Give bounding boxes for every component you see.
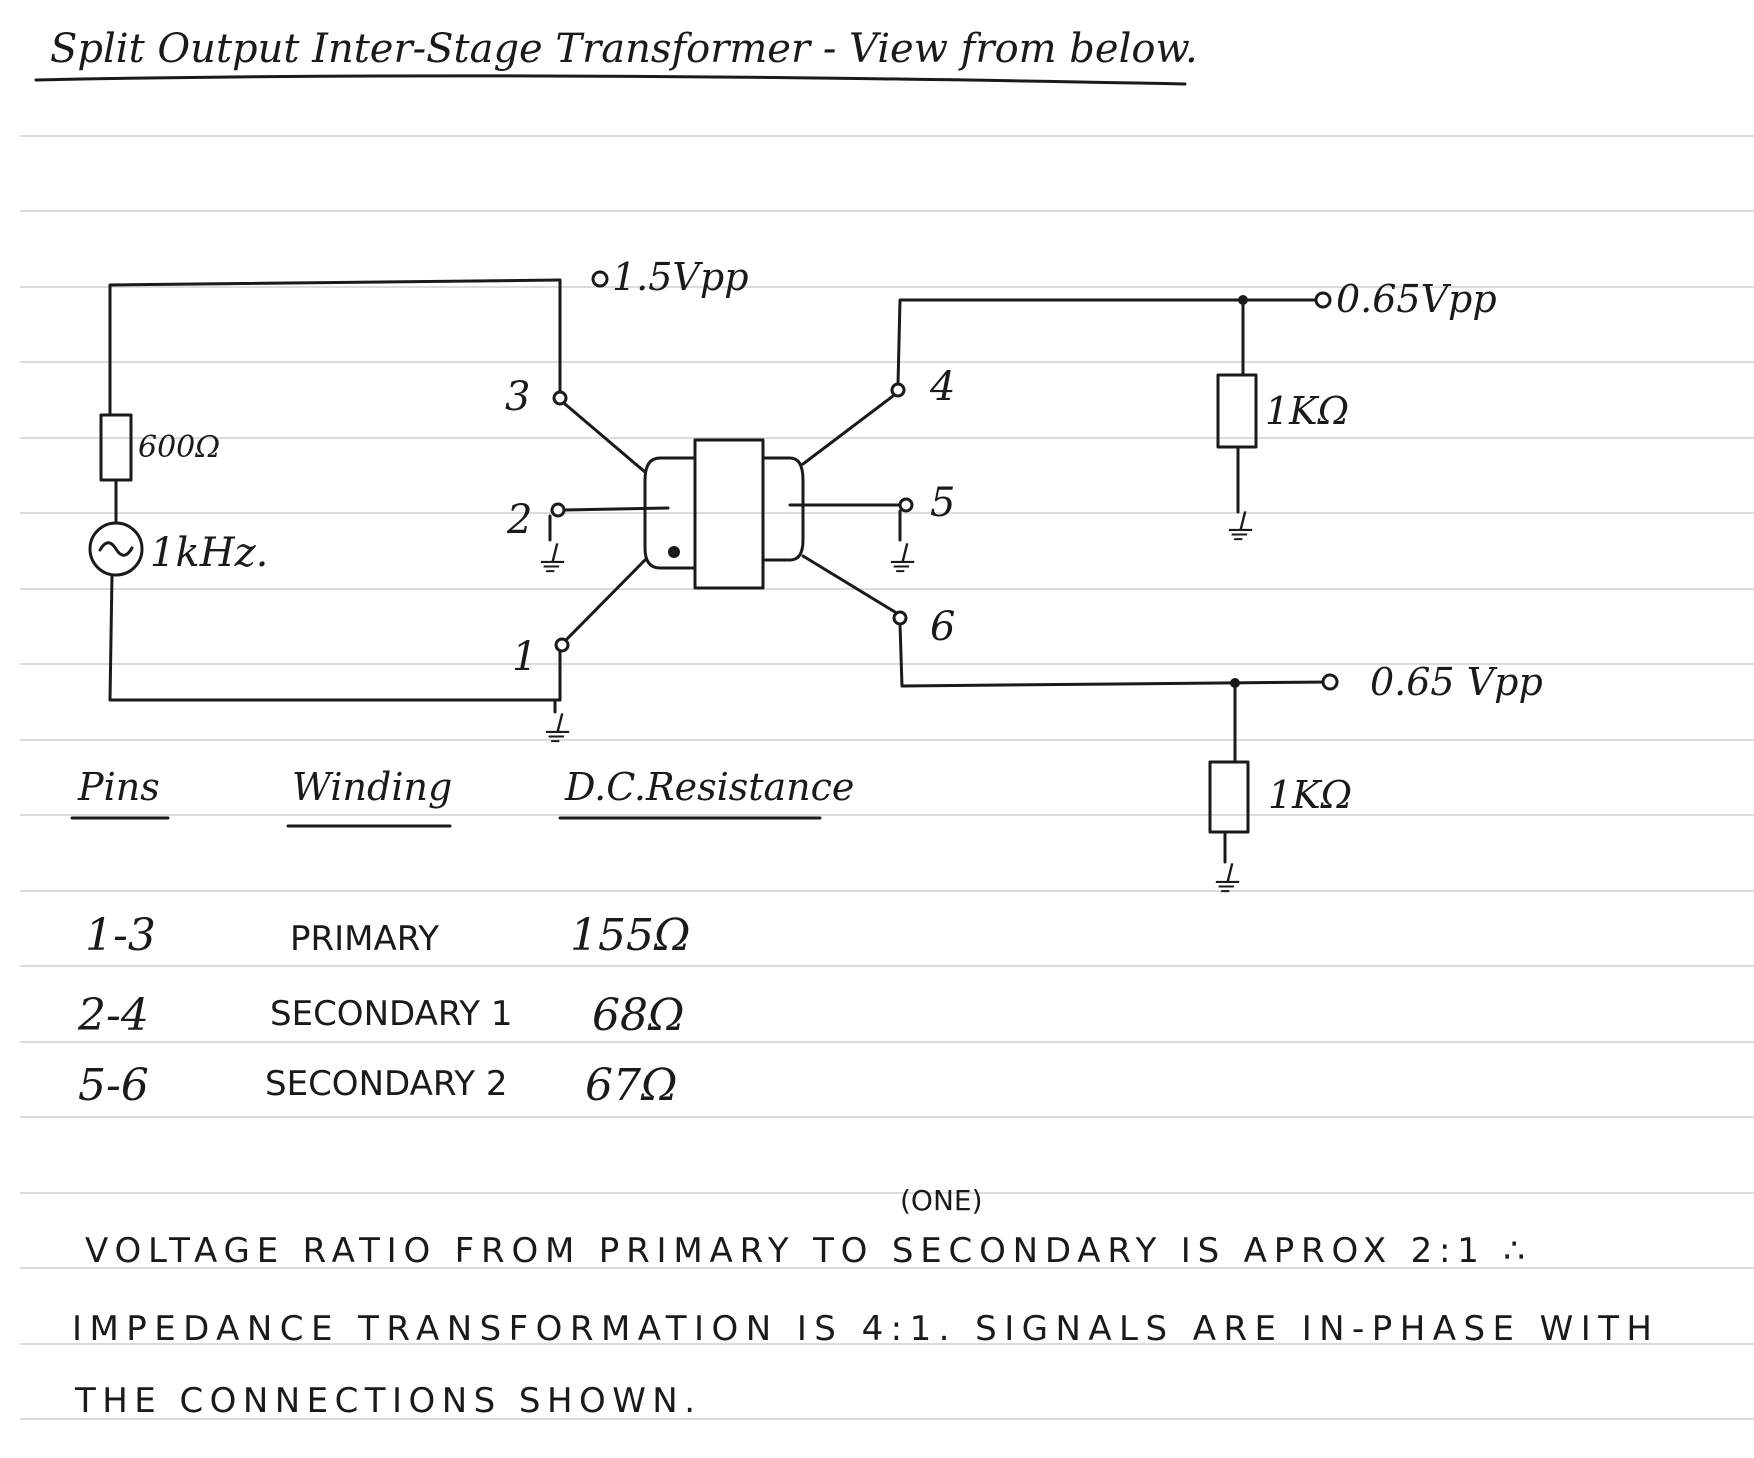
pin-label-6: 6 bbox=[930, 604, 955, 650]
table-row: 5-6 SECONDARY 2 67Ω bbox=[78, 1060, 677, 1111]
ac-generator-icon bbox=[88, 521, 144, 577]
table-cell-pins: 2-4 bbox=[77, 990, 149, 1041]
pin-label-2: 2 bbox=[506, 497, 532, 543]
secondary-bobbin bbox=[761, 456, 805, 562]
notes: (ONE) VOLTAGE RATIO FROM PRIMARY TO SECO… bbox=[72, 1184, 1652, 1421]
note-line-1: VOLTAGE RATIO FROM PRIMARY TO SECONDARY … bbox=[85, 1231, 1525, 1271]
table-row: 1-3 PRIMARY 155Ω bbox=[85, 910, 690, 961]
pin-1-terminal bbox=[554, 637, 570, 653]
pin-labels: 3 2 1 4 5 6 bbox=[505, 364, 955, 680]
primary-bobbin bbox=[643, 456, 697, 570]
pin-5-terminal bbox=[898, 497, 914, 513]
source-resistor-label: 600Ω bbox=[138, 430, 220, 465]
pin-label-3: 3 bbox=[505, 374, 530, 420]
table-header-winding: Winding bbox=[292, 765, 452, 809]
secondary2-level-label: 0.65 Vpp bbox=[1370, 660, 1543, 704]
load-resistor-1-label: 1KΩ bbox=[1265, 389, 1349, 433]
source-circuit: 600Ω 1kHz. bbox=[88, 278, 562, 702]
pin-6-terminal bbox=[892, 610, 908, 626]
phase-dot bbox=[668, 546, 680, 558]
pin-label-5: 5 bbox=[930, 480, 955, 526]
primary-level-label: 1.5Vpp bbox=[612, 255, 749, 299]
pin-leads bbox=[548, 278, 1332, 714]
winding-table: Pins Winding D.C.Resistance 1-3 PRIMARY … bbox=[70, 765, 854, 1111]
table-cell-winding: SECONDARY 1 bbox=[270, 994, 513, 1034]
table-cell-winding: SECONDARY 2 bbox=[265, 1064, 508, 1104]
table-row: 2-4 SECONDARY 1 68Ω bbox=[77, 990, 684, 1041]
load-resistor-1 bbox=[1216, 373, 1258, 449]
transformer-core bbox=[693, 438, 765, 590]
pin-label-4: 4 bbox=[929, 364, 955, 410]
secondary1-level-label: 0.65Vpp bbox=[1336, 277, 1497, 321]
ruled-lines bbox=[20, 135, 1754, 1420]
ground-icon: ⏚ bbox=[1220, 508, 1256, 549]
primary-output-terminal bbox=[591, 270, 609, 288]
table-cell-resistance: 68Ω bbox=[592, 990, 684, 1041]
load-resistor-2 bbox=[1208, 760, 1250, 834]
note-line-3: THE CONNECTIONS SHOWN. bbox=[74, 1381, 695, 1421]
pin-4-terminal bbox=[890, 382, 906, 398]
transformer bbox=[643, 438, 805, 590]
secondary1-output-terminal bbox=[1314, 291, 1332, 309]
table-cell-pins: 1-3 bbox=[85, 910, 156, 961]
generator-frequency-label: 1kHz. bbox=[150, 530, 268, 576]
pin-3-terminal bbox=[552, 390, 568, 406]
output-terminals: 1.5Vpp 0.65Vpp 0.65 Vpp bbox=[591, 255, 1543, 704]
table-cell-winding: PRIMARY bbox=[290, 919, 439, 959]
ground-icon: ⏚ bbox=[532, 540, 568, 581]
pin-2-terminal bbox=[550, 502, 566, 518]
ground-symbols: ⏚ ⏚ ⏚ ⏚ ⏚ bbox=[532, 508, 1256, 901]
page-title: Split Output Inter-Stage Transformer - V… bbox=[50, 26, 1198, 72]
source-resistor bbox=[99, 413, 133, 482]
note-line-2: IMPEDANCE TRANSFORMATION IS 4:1. SIGNALS… bbox=[72, 1309, 1652, 1349]
secondary2-output-terminal bbox=[1321, 673, 1339, 691]
ground-icon: ⏚ bbox=[537, 710, 573, 751]
table-cell-pins: 5-6 bbox=[78, 1060, 149, 1111]
table-cell-resistance: 155Ω bbox=[570, 910, 690, 961]
pin-label-1: 1 bbox=[512, 634, 537, 680]
table-cell-resistance: 67Ω bbox=[585, 1060, 677, 1111]
load-resistor-2-label: 1KΩ bbox=[1268, 773, 1352, 817]
title-underline bbox=[34, 74, 1187, 86]
ground-icon: ⏚ bbox=[1207, 860, 1243, 901]
note-insert: (ONE) bbox=[900, 1184, 983, 1217]
table-header-pins: Pins bbox=[77, 765, 160, 809]
table-header-resistance: D.C.Resistance bbox=[564, 765, 854, 809]
load-resistors: 1KΩ 1KΩ bbox=[1208, 298, 1352, 864]
ground-icon: ⏚ bbox=[882, 540, 918, 581]
